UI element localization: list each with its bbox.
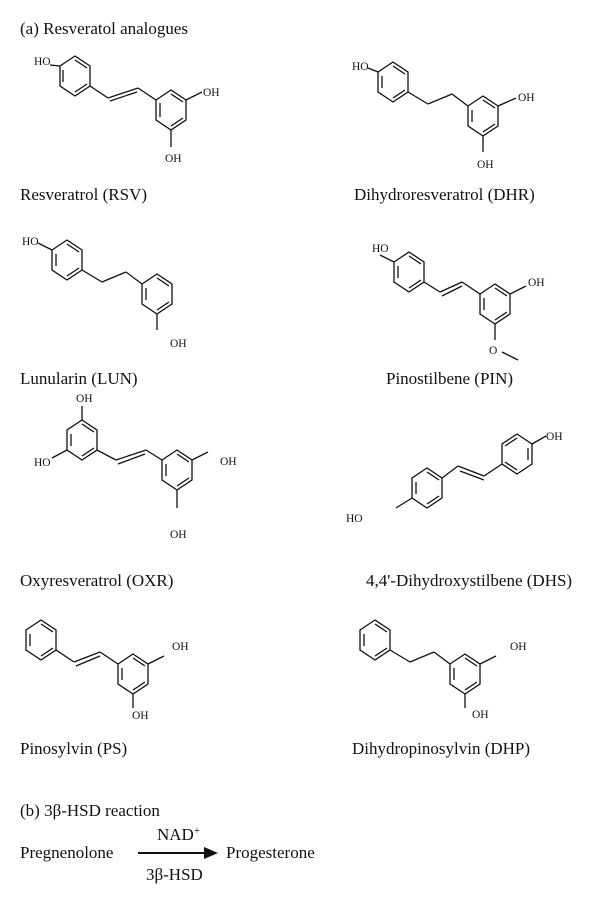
compound-label-rsv: Resveratrol (RSV) xyxy=(20,185,148,204)
svg-text:O: O xyxy=(489,345,497,357)
compound-label-lun: Lunularin (LUN) xyxy=(20,369,138,388)
compound-label-dhp: Dihydropinosylvin (DHP) xyxy=(352,739,531,758)
oh-label: OH xyxy=(472,709,489,721)
reaction-cofactor: NAD+ xyxy=(157,825,201,844)
compound-label-dhs: 4,4'-Dihydroxystilbene (DHS) xyxy=(366,571,573,590)
oh-label: OH xyxy=(132,710,149,722)
oh-label: OH xyxy=(518,92,535,104)
oh-label: OH xyxy=(528,277,545,289)
reaction-substrate: Pregnenolone xyxy=(20,843,114,862)
ho-label: HO xyxy=(22,236,39,248)
oh-label: OH xyxy=(510,641,527,653)
ho-label: HO xyxy=(34,457,51,469)
oh-label: OH xyxy=(76,393,93,405)
oh-label: OH xyxy=(170,529,187,541)
oh-label: OH xyxy=(477,159,494,171)
reaction-enzyme: 3β-HSD xyxy=(146,865,203,884)
oh-label: OH xyxy=(546,431,563,443)
section-a-title: (a) Resveratol analogues xyxy=(20,19,189,38)
oh-label: OH xyxy=(170,338,187,350)
ho-label: HO xyxy=(372,243,389,255)
oh-label: OH xyxy=(172,641,189,653)
reaction-product: Progesterone xyxy=(226,843,315,862)
oh-label: OH xyxy=(165,153,182,165)
ho-label: HO xyxy=(34,56,51,68)
reaction-arrow xyxy=(138,847,218,859)
oh-label: OH xyxy=(220,456,237,468)
oh-label: OH xyxy=(203,87,220,99)
section-b-title: (b) 3β-HSD reaction xyxy=(20,801,160,820)
ho-label: HO xyxy=(346,513,363,525)
ho-label: HO xyxy=(352,61,369,73)
compound-label-pin: Pinostilbene (PIN) xyxy=(386,369,514,388)
compound-label-ps: Pinosylvin (PS) xyxy=(20,739,128,758)
compound-label-dhr: Dihydroresveratrol (DHR) xyxy=(354,185,535,204)
compound-label-oxr: Oxyresveratrol (OXR) xyxy=(20,571,174,590)
